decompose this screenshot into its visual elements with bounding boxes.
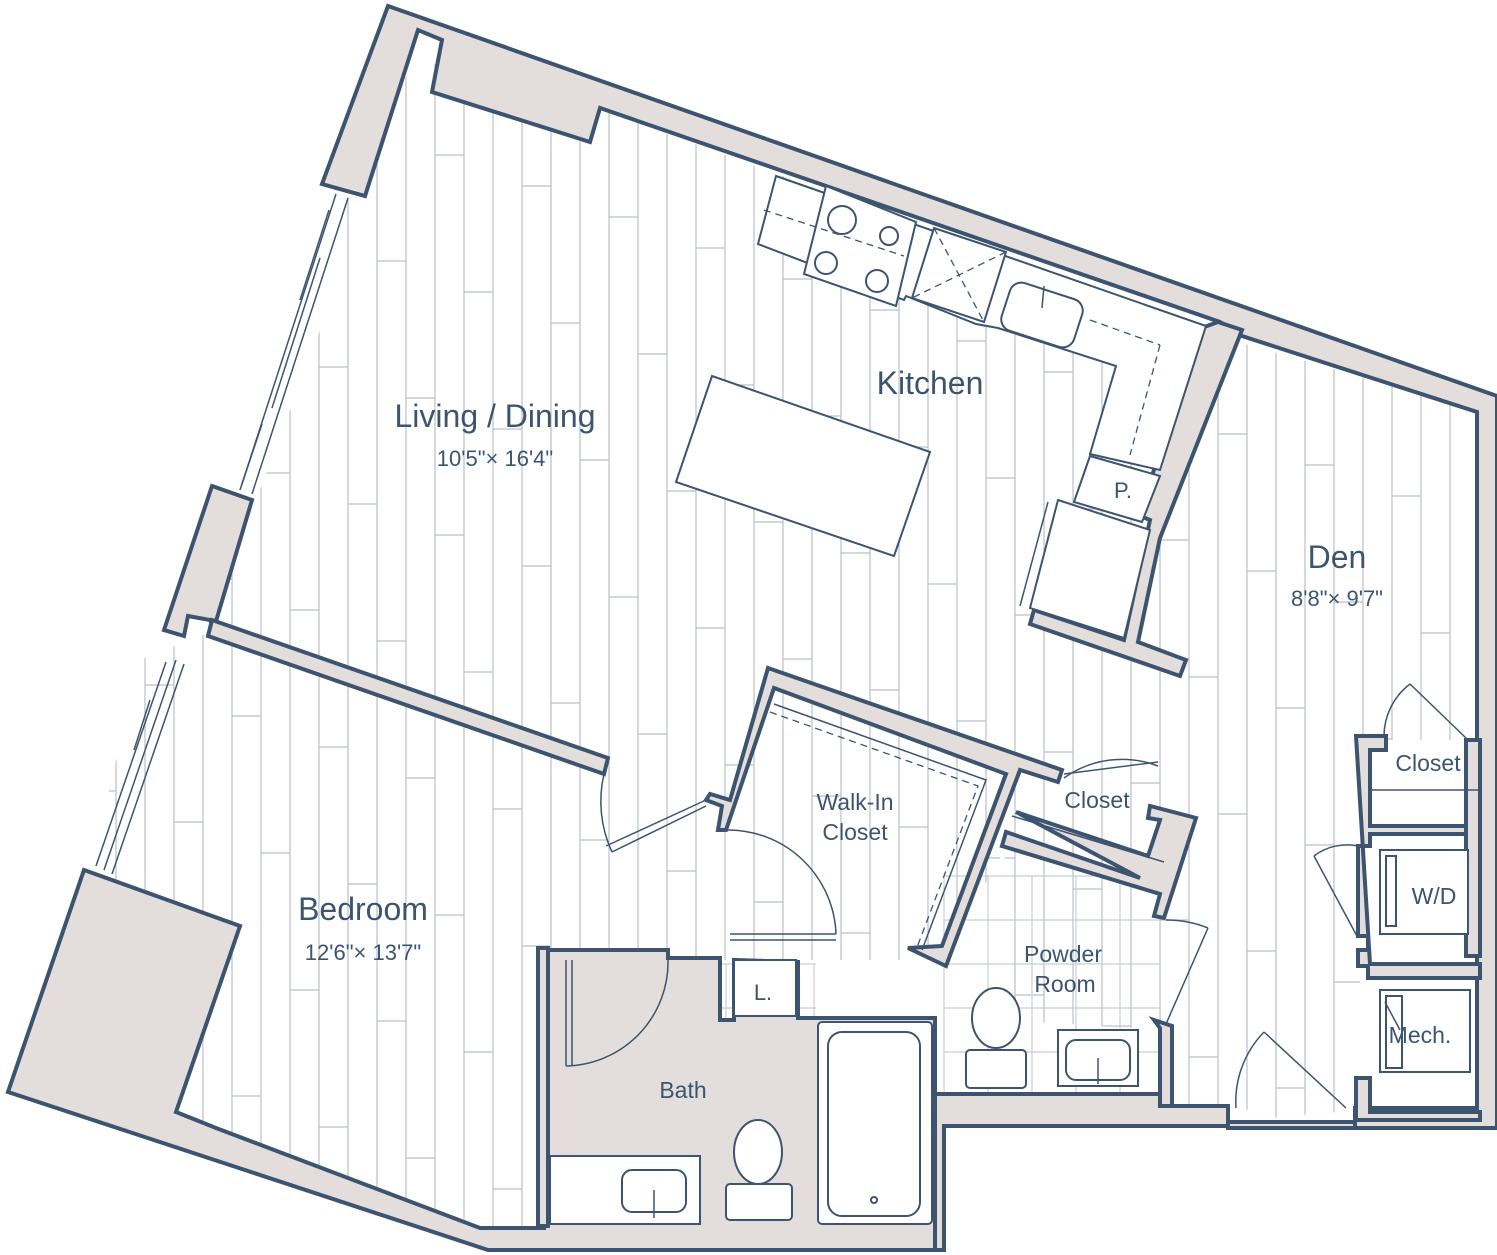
- walkin-door: [725, 829, 837, 935]
- kitchen-sink: [1000, 281, 1084, 349]
- den-dims: 8'8"× 9'7": [1291, 586, 1383, 611]
- wall-bottom-left-block: [5, 867, 946, 1252]
- room-labels: Living / Dining 10'5"× 16'4" Kitchen P. …: [298, 365, 1461, 1103]
- bedroom-dims: 12'6"× 13'7": [305, 940, 421, 965]
- living-dining-dims: 10'5"× 16'4": [437, 446, 553, 471]
- den-closet-label: Closet: [1395, 750, 1461, 776]
- mech-label: Mech.: [1389, 1022, 1452, 1048]
- den-appliances: [1379, 849, 1471, 1073]
- walkin-closet-label-1: Walk-In: [816, 789, 893, 815]
- wall-bath-left: [536, 946, 550, 1228]
- wall-powder: [1148, 1016, 1174, 1108]
- wall-den-closets: [1353, 734, 1482, 980]
- closet-shelves: [769, 703, 1480, 951]
- toilet-tank: [965, 1049, 1027, 1089]
- burner-icon: [879, 226, 899, 246]
- kitchen-label: Kitchen: [877, 365, 984, 401]
- doors: [565, 683, 1467, 1109]
- den-closet-door: [1383, 683, 1411, 739]
- powder-room-label-2: Room: [1034, 971, 1095, 997]
- bath-door: [565, 959, 669, 1067]
- toilet-tank: [725, 1183, 793, 1221]
- interior-walls: [205, 319, 1482, 1228]
- pantry: [1072, 454, 1162, 524]
- powder-door: [1165, 919, 1209, 929]
- wall-bottom-right: [933, 1092, 1357, 1252]
- linen-closet: [733, 959, 797, 1017]
- walkin-closet-label-2: Closet: [822, 819, 888, 845]
- exterior-walls: [5, 3, 1497, 1252]
- windows-left: [95, 193, 349, 875]
- wd-door: [1313, 844, 1359, 857]
- bath-fixtures: [549, 959, 933, 1225]
- living-dining-label: Living / Dining: [395, 398, 596, 434]
- kitchen-island: [674, 374, 932, 558]
- refrigerator: [1028, 498, 1152, 640]
- bedroom-label: Bedroom: [298, 891, 428, 927]
- drain-icon: [870, 1196, 878, 1204]
- mech-door: [1235, 1031, 1265, 1109]
- powder-fixtures: [965, 987, 1139, 1089]
- mech-unit-inner: [1385, 995, 1403, 1069]
- toilet-icon: [971, 987, 1021, 1049]
- bathtub-inner: [827, 1031, 921, 1217]
- kitchen-fixtures: [674, 174, 1208, 640]
- wall-left-column-upper: [161, 483, 255, 639]
- powder-room-label-1: Powder: [1024, 941, 1102, 967]
- bath-label: Bath: [659, 1077, 706, 1103]
- den-label: Den: [1308, 539, 1367, 575]
- burner-icon: [827, 205, 857, 235]
- toilet-icon: [733, 1119, 783, 1185]
- wall-bedroom-living: [205, 617, 611, 777]
- washer-dryer-inner: [1385, 855, 1397, 927]
- burner-icon: [814, 251, 838, 275]
- wall-walkin: [702, 665, 1065, 969]
- wall-hall-closet: [999, 803, 1199, 921]
- hall-closet-label: Closet: [1064, 787, 1130, 813]
- linen-closet-label: L.: [754, 980, 772, 1005]
- burner-icon: [865, 269, 889, 293]
- pantry-label: P.: [1114, 478, 1132, 503]
- wall-mech-bottom: [1354, 1076, 1482, 1122]
- washer-dryer-label: W/D: [1412, 883, 1457, 909]
